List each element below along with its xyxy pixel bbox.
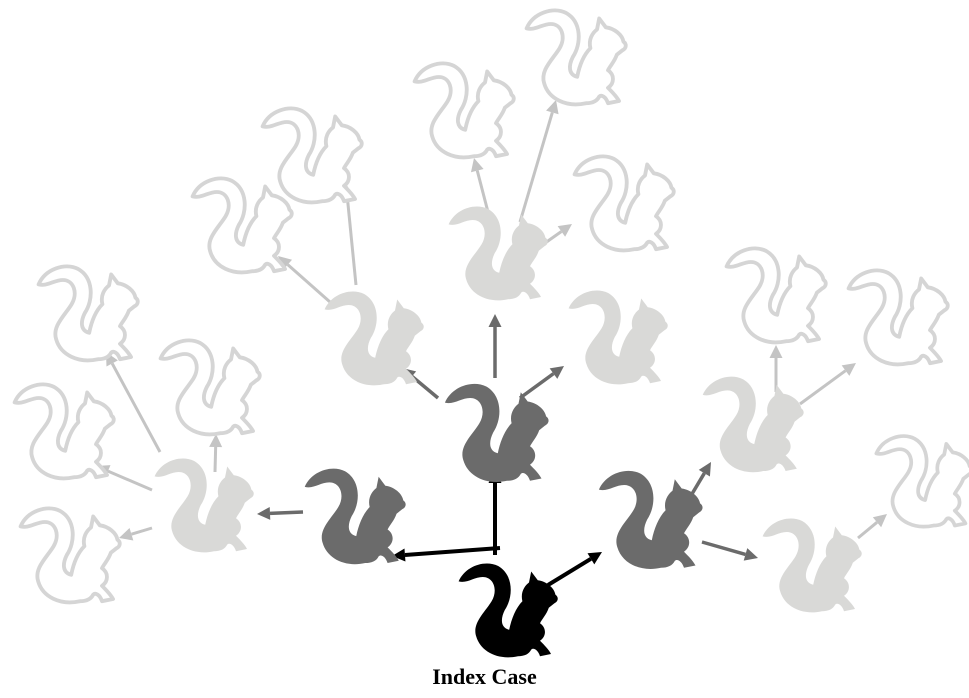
spread-arrow-gen2 <box>520 366 564 398</box>
spread-arrow-gen3 <box>119 528 152 540</box>
gen3-squirrel-icon <box>876 436 969 526</box>
index-case-squirrel-icon <box>459 563 558 657</box>
gen3-squirrel-icon <box>527 10 626 104</box>
gen3-squirrel-icon <box>15 384 114 478</box>
spread-arrow-gen1 <box>392 548 500 562</box>
spread-arrow-gen2 <box>702 542 758 561</box>
spread-arrow-gen3 <box>209 434 222 472</box>
gen3-squirrel-icon <box>415 63 514 157</box>
gen1-squirrel-icon <box>305 469 406 565</box>
gen2-squirrel-icon <box>703 377 804 473</box>
gen1-squirrel-icon <box>599 471 703 569</box>
spread-arrow-gen2 <box>489 314 502 378</box>
spread-arrow-gen3 <box>278 256 330 302</box>
spread-arrow-gen3 <box>858 514 887 538</box>
gen3-squirrel-icon <box>727 248 826 342</box>
gen3-squirrel-icon <box>39 266 138 360</box>
gen3-squirrel-icon <box>575 156 674 250</box>
gen3-squirrel-icon <box>161 340 260 434</box>
spread-arrow-gen3 <box>770 345 783 392</box>
spread-arrow-gen3 <box>106 352 160 452</box>
spread-arrow-gen1 <box>548 552 602 585</box>
gen3-squirrel-icon <box>21 508 120 602</box>
gen2-squirrel-icon <box>763 518 862 612</box>
gen2-squirrel-icon <box>569 290 668 384</box>
spread-arrow-gen3 <box>800 363 856 404</box>
gen2-squirrel-icon <box>155 458 254 552</box>
gen1-squirrel-icon <box>445 384 549 482</box>
gen2-squirrel-icon <box>449 206 548 300</box>
spread-arrow-gen3 <box>471 158 488 212</box>
gen3-squirrel-icon <box>193 178 292 272</box>
gen3-squirrel-icon <box>849 270 948 364</box>
index-case-label: Index Case <box>0 664 969 690</box>
spread-arrow-gen1 <box>489 470 502 555</box>
spread-arrow-gen3 <box>520 100 559 222</box>
spread-arrow-gen2 <box>257 507 303 520</box>
gen3-squirrel-icon <box>263 108 362 202</box>
